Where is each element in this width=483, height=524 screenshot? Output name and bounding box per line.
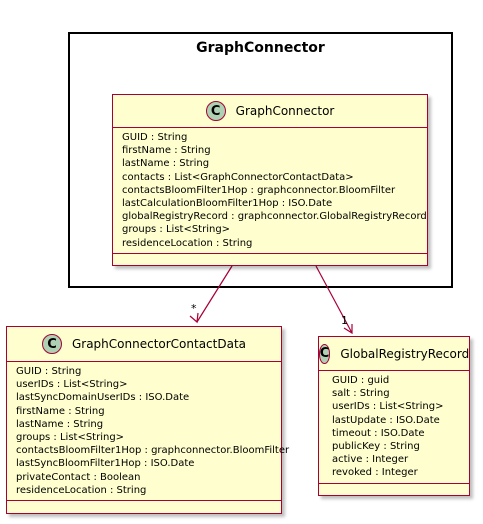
- association-arrowhead-global-registry: [343, 324, 353, 335]
- attribute: contactsBloomFilter1Hop : graphconnector…: [16, 445, 290, 457]
- attribute: firstName : String: [122, 145, 211, 157]
- attribute: timeout : ISO.Date: [332, 427, 425, 439]
- attribute: residenceLocation : String: [16, 484, 147, 496]
- attribute: lastSyncDomainUserIDs : ISO.Date: [16, 392, 190, 404]
- attribute: salt : String: [332, 388, 390, 400]
- attribute: lastSyncBloomFilter1Hop : ISO.Date: [16, 458, 195, 470]
- attribute-list: GUID : String userIDs : List<String> las…: [7, 362, 290, 500]
- attribute: groups : List<String>: [122, 224, 231, 236]
- attribute: lastCalculationBloomFilter1Hop : ISO.Dat…: [122, 198, 333, 210]
- class-stereotype-icon: C: [41, 334, 62, 354]
- attribute: active : Integer: [332, 454, 409, 466]
- multiplicity-global-registry: 1: [341, 314, 348, 327]
- attribute: GUID : guid: [332, 375, 390, 386]
- attribute: firstName : String: [16, 405, 105, 417]
- class-graphconnector-contact-data[interactable]: C GraphConnectorContactData GUID : Strin…: [6, 326, 290, 514]
- attribute-list: GUID : String firstName : String lastNam…: [113, 128, 427, 253]
- multiplicity-contact-data: *: [191, 302, 197, 315]
- attribute: revoked : Integer: [332, 467, 418, 479]
- attribute: lastName : String: [16, 418, 104, 430]
- attribute: GUID : String: [122, 132, 188, 143]
- class-header: C GraphConnector: [113, 95, 427, 128]
- attribute: GUID : String: [16, 366, 82, 377]
- attribute: privateContact : Boolean: [16, 471, 141, 483]
- attribute: residenceLocation : String: [122, 237, 253, 249]
- class-graphconnector[interactable]: C GraphConnector GUID : String firstName…: [112, 94, 428, 266]
- association-line-contact-data: [196, 265, 233, 323]
- package-title: GraphConnector: [196, 40, 325, 56]
- attribute: globalRegistryRecord : graphconnector.Gl…: [122, 211, 427, 223]
- attribute: contacts : List<GraphConnectorContactDat…: [122, 171, 354, 183]
- association-line-global-registry: [315, 265, 353, 334]
- attribute-list: GUID : guid salt : String userIDs : List…: [319, 371, 469, 483]
- method-compartment: [113, 252, 427, 261]
- attribute: groups : List<String>: [16, 432, 125, 444]
- attribute: lastUpdate : ISO.Date: [332, 414, 440, 426]
- attribute: userIDs : List<String>: [332, 401, 444, 413]
- attribute: lastName : String: [122, 158, 210, 170]
- class-name: GraphConnector: [235, 104, 335, 118]
- method-compartment: [7, 500, 281, 508]
- attribute: contactsBloomFilter1Hop : graphconnector…: [122, 184, 396, 196]
- class-global-registry-record[interactable]: C GlobalRegistryRecord GUID : guid salt …: [318, 336, 470, 496]
- attribute: userIDs : List<String>: [16, 379, 128, 391]
- method-compartment: [319, 482, 469, 491]
- attribute: publicKey : String: [332, 441, 420, 453]
- association-arrowhead-contact-data: [189, 312, 199, 324]
- class-name: GraphConnectorContactData: [71, 337, 247, 351]
- class-name: GlobalRegistryRecord: [340, 346, 470, 361]
- class-header: C GlobalRegistryRecord: [318, 337, 470, 371]
- class-stereotype-icon: C: [205, 101, 226, 121]
- class-stereotype-icon: C: [318, 343, 331, 364]
- class-header: C GraphConnectorContactData: [7, 327, 281, 362]
